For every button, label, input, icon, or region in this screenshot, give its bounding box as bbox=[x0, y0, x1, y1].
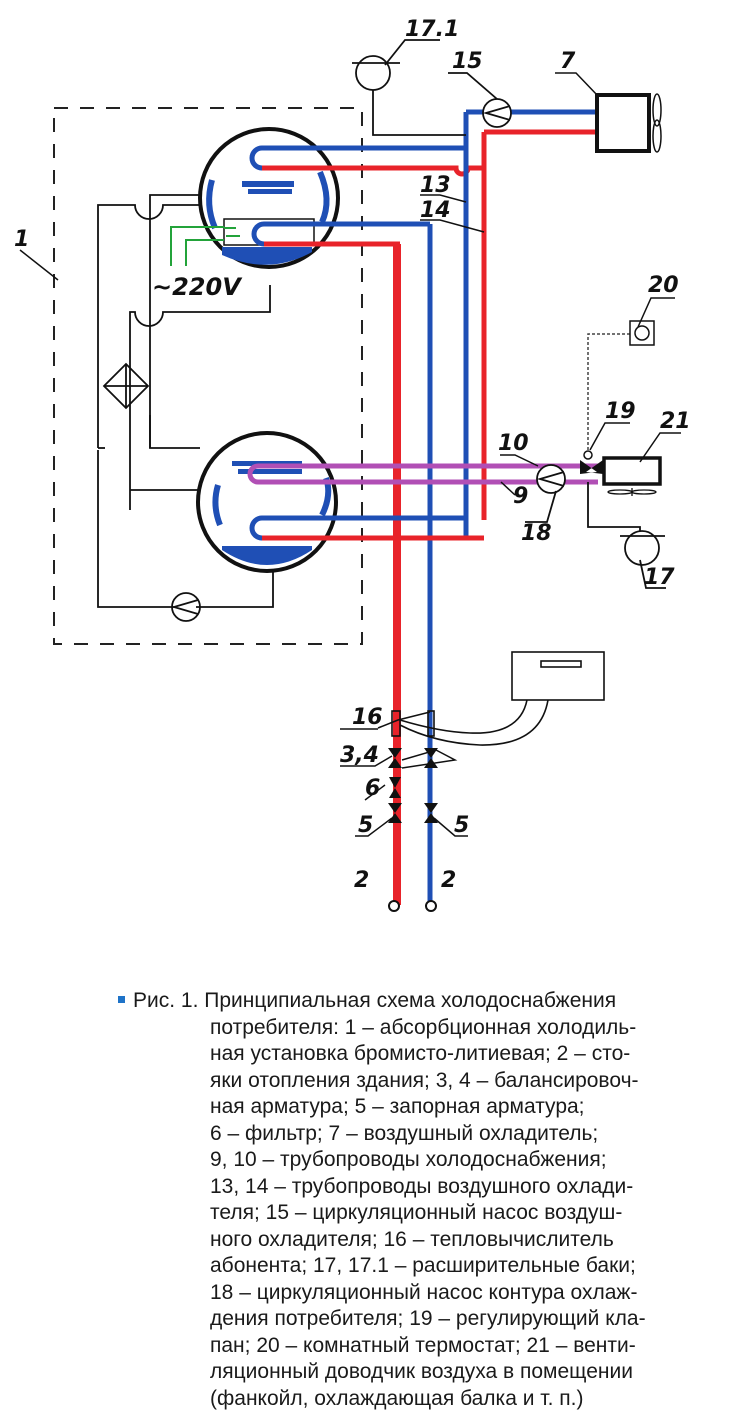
figure-caption: Рис. 1. Принципиальная схема холодоснабж… bbox=[118, 988, 718, 1412]
pump-18-icon bbox=[525, 464, 566, 523]
label-7: 7 bbox=[560, 49, 576, 74]
label-20: 20 bbox=[648, 273, 679, 298]
heat-meter-16-icon bbox=[340, 651, 605, 746]
expansion-tank-17-icon bbox=[587, 482, 666, 589]
leader-1 bbox=[19, 249, 59, 281]
upper-vessel-icon bbox=[198, 127, 340, 269]
unit-1-boundary bbox=[53, 107, 363, 645]
caption-line: абонента; 17, 17.1 – расширительные баки… bbox=[210, 1254, 636, 1277]
label-17: 17 bbox=[644, 565, 675, 590]
label-16: 16 bbox=[352, 705, 383, 730]
label-10: 10 bbox=[498, 431, 529, 456]
label-3-4: 3,4 bbox=[340, 743, 379, 768]
air-cooler-7-icon bbox=[555, 72, 662, 153]
solution-pump-icon bbox=[170, 592, 201, 622]
thermostat-wire bbox=[587, 333, 630, 450]
valve-19-icon bbox=[580, 422, 630, 474]
caption-line: Рис. 1. Принципиальная схема холодоснабж… bbox=[133, 989, 617, 1012]
expansion-tank-171-icon bbox=[352, 39, 466, 136]
pump-15-icon bbox=[448, 72, 512, 128]
caption-bullet-icon bbox=[118, 996, 125, 1003]
caption-line: 6 – фильтр; 7 – воздушный охладитель; bbox=[210, 1121, 599, 1145]
caption-line: яки отопления здания; 3, 4 – балансирово… bbox=[210, 1068, 639, 1092]
caption-line: потребителя: 1 – абсорбционная холодиль- bbox=[210, 1015, 637, 1039]
lower-vessel-icon bbox=[196, 431, 338, 573]
riser-cold-end bbox=[425, 900, 437, 912]
label-19: 19 bbox=[605, 399, 636, 424]
leader-9 bbox=[500, 481, 516, 496]
caption-line: ляционный доводчик воздуха в помещении bbox=[210, 1360, 633, 1383]
pipes-upper-vessel-outlet bbox=[251, 221, 433, 545]
caption-line: пан; 20 – комнатный термостат; 21 – вент… bbox=[210, 1333, 636, 1357]
label-2-cold: 2 bbox=[441, 868, 456, 893]
balancing-valves-icon bbox=[340, 748, 458, 769]
shutoff-valves-icon bbox=[355, 803, 468, 837]
lower-loops bbox=[249, 515, 484, 541]
label-6: 6 bbox=[365, 776, 380, 801]
power-wires bbox=[170, 226, 224, 266]
label-15: 15 bbox=[452, 49, 483, 74]
caption-line: 9, 10 – трубопроводы холодоснабжения; bbox=[210, 1148, 607, 1171]
caption-line: ного охладителя; 16 – тепловычислитель bbox=[210, 1227, 614, 1251]
caption-line: теля; 15 – циркуляционный насос воздуш- bbox=[210, 1201, 623, 1224]
label-5-hot: 5 bbox=[358, 813, 373, 838]
label-14: 14 bbox=[420, 198, 451, 223]
riser-hot-end bbox=[388, 900, 400, 912]
label-21: 21 bbox=[660, 409, 691, 434]
label-17-1: 17.1 bbox=[405, 17, 459, 42]
label-5-cold: 5 bbox=[454, 813, 469, 838]
label-1: 1 bbox=[14, 227, 29, 252]
thermostat-20-icon bbox=[629, 297, 675, 346]
caption-line: (фанкойл, охлаждающая балка и т. п.) bbox=[210, 1386, 584, 1410]
leaders-13-14 bbox=[420, 194, 485, 233]
consumer-pipes-9-10 bbox=[247, 463, 598, 485]
caption-line: 13, 14 – трубопроводы воздушного охлади- bbox=[210, 1174, 634, 1198]
cooling-schematic: 1 ~220V bbox=[14, 17, 691, 912]
fancoil-21-icon bbox=[602, 432, 681, 496]
label-2-hot: 2 bbox=[354, 868, 369, 893]
caption-line: ная установка бромисто-литиевая; 2 – сто… bbox=[210, 1042, 631, 1065]
caption-line: ная арматура; 5 – запорная арматура; bbox=[210, 1095, 585, 1118]
label-18: 18 bbox=[521, 521, 552, 546]
leader-10 bbox=[500, 454, 539, 467]
label-13: 13 bbox=[420, 173, 451, 198]
label-voltage: ~220V bbox=[152, 273, 243, 301]
label-9: 9 bbox=[513, 484, 528, 509]
filter-6-icon bbox=[364, 777, 401, 801]
heat-exchanger-icon bbox=[102, 362, 150, 410]
caption-line: дения потребителя; 19 – регулирующий кла… bbox=[210, 1307, 646, 1330]
caption-line: 18 – циркуляционный насос контура охлаж- bbox=[210, 1280, 638, 1304]
